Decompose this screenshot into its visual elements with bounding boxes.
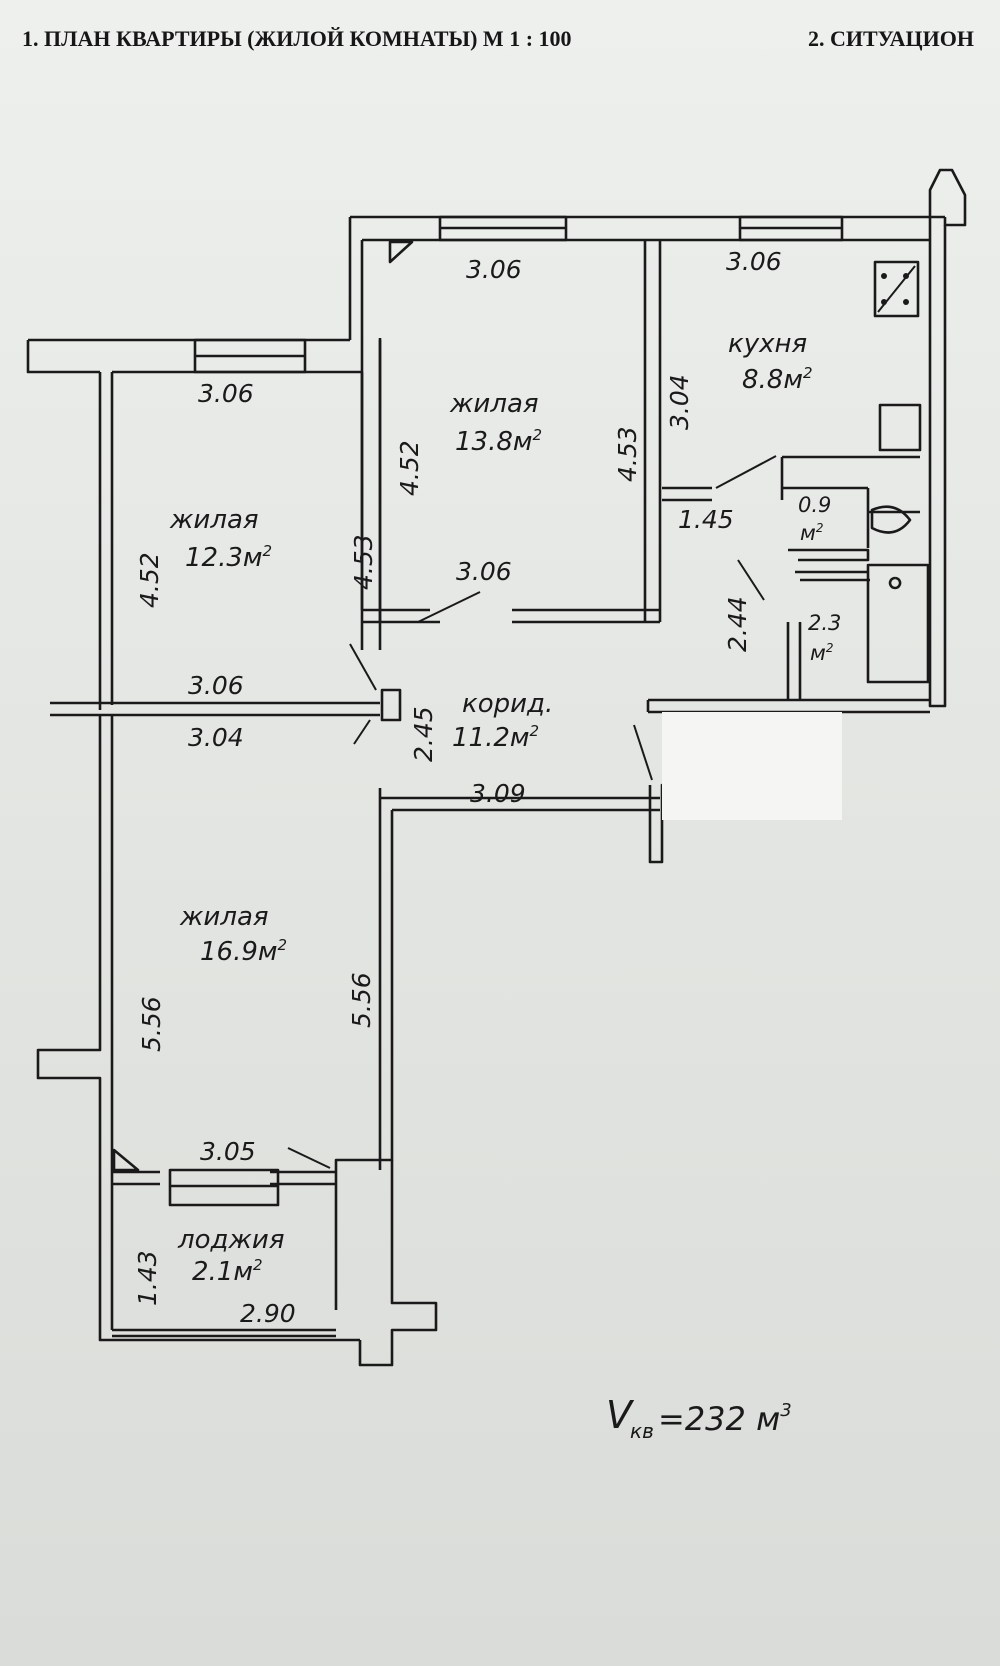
room-unit-toilet: м2	[800, 521, 823, 545]
stove-burner-3	[881, 299, 887, 305]
dim-bottom-room-top: 3.04	[188, 723, 244, 752]
room-area-living-bottom: 16.9м2	[200, 936, 287, 967]
dim-top-room-bottom: 3.06	[456, 557, 512, 586]
wall-right-outer	[928, 225, 947, 708]
dim-left-room-height-right: 4.53	[349, 534, 378, 590]
dim-bottom-room-height-right: 5.56	[347, 972, 376, 1028]
window-left-upper	[193, 338, 307, 374]
volume-prefix: V	[606, 1393, 635, 1437]
door-swing-loggia	[287, 1147, 331, 1169]
dim-loggia-width: 2.90	[240, 1299, 296, 1328]
wall-left-room-right	[360, 340, 382, 650]
wall-loggia-base	[112, 1328, 336, 1338]
dim-hall-width: 1.45	[678, 505, 734, 534]
door-swing-bath	[737, 559, 765, 601]
stove-burner-2	[903, 273, 909, 279]
toilet-fixture	[866, 488, 920, 548]
room-unit-bathroom: м2	[810, 641, 833, 665]
room-area-loggia: 2.1м2	[192, 1256, 263, 1287]
dim-top-room-height-right: 4.53	[613, 426, 642, 482]
pasted-label-patch	[662, 712, 842, 820]
wall-top-right-stub	[928, 168, 967, 240]
wall-loggia-right	[334, 1160, 438, 1367]
door-swing-corridor	[633, 724, 653, 781]
dim-corridor-width: 3.09	[470, 779, 526, 808]
room-name-corridor: корид.	[462, 689, 553, 719]
dim-left-room-bottom: 3.06	[188, 671, 244, 700]
dim-left-room-top: 3.06	[198, 379, 254, 408]
room-name-living-left: жилая	[169, 505, 259, 535]
kitchen-sink	[878, 403, 922, 452]
volume-text: =232 м3	[658, 1400, 792, 1438]
room-area-living-left: 12.3м2	[185, 542, 272, 573]
wall-left-lower	[36, 715, 360, 1342]
toilet-bowl	[870, 505, 912, 534]
room-name-living-bottom: жилая	[179, 902, 269, 932]
wall-top-room-right	[643, 240, 662, 622]
bathtub	[866, 563, 930, 684]
room-area-living-top: 13.8м2	[455, 426, 542, 457]
dim-bath-height: 2.44	[723, 596, 752, 652]
volume-note: V кв =232 м3	[606, 1393, 792, 1443]
wall-wet-block-top	[646, 698, 930, 714]
dim-top-room-width: 3.06	[466, 255, 522, 284]
door-swing-kitchen	[715, 455, 777, 489]
room-area-bathroom: 2.3	[808, 611, 841, 635]
window-top-1	[438, 215, 568, 242]
room-name-living-top: жилая	[449, 389, 539, 419]
plan-title: 1. ПЛАН КВАРТИРЫ (ЖИЛОЙ КОМНАТЫ) М 1 : 1…	[22, 26, 572, 51]
stove-diagonal	[877, 265, 916, 313]
dim-kitchen-height: 3.04	[665, 374, 694, 430]
volume-subscript: кв	[630, 1419, 654, 1443]
dim-bottom-room-bottom: 3.05	[200, 1137, 256, 1166]
room-area-toilet: 0.9	[798, 493, 831, 517]
corner-hatch-bottom-room	[112, 1148, 140, 1172]
window-top-2	[738, 215, 844, 242]
door-stub-left	[380, 688, 402, 722]
situation-title: 2. СИТУАЦИОН	[808, 26, 974, 51]
wall-bottom-room-base	[112, 1170, 336, 1186]
kitchen-stove	[873, 260, 920, 318]
room-name-kitchen: кухня	[728, 329, 807, 359]
wall-kitchen-hall	[662, 455, 920, 502]
door-swing-left-room	[349, 643, 377, 691]
room-area-kitchen: 8.8м2	[742, 364, 813, 395]
door-swing-top-room	[417, 591, 481, 623]
dim-loggia-height: 1.43	[133, 1250, 162, 1306]
door-swing-bottom-room	[353, 719, 371, 745]
stove-burner-1	[881, 273, 887, 279]
corner-hatch-top-room	[388, 240, 414, 264]
dim-top-room-height-left: 4.52	[395, 440, 424, 496]
room-name-loggia: лоджия	[177, 1225, 284, 1255]
bathtub-drain	[888, 576, 902, 590]
dim-kitchen-width: 3.06	[726, 247, 782, 276]
wall-middle-horizontal	[50, 701, 380, 717]
window-bottom-room	[168, 1168, 280, 1207]
wall-bottom-room-right	[334, 788, 660, 1170]
dim-corridor-height: 2.45	[409, 706, 438, 762]
room-area-corridor: 11.2м2	[452, 722, 539, 753]
dim-bottom-room-height-left: 5.56	[137, 996, 166, 1052]
stove-burner-4	[903, 299, 909, 305]
dim-left-room-height-left: 4.52	[135, 552, 164, 608]
wall-toilet-bath	[786, 548, 870, 700]
